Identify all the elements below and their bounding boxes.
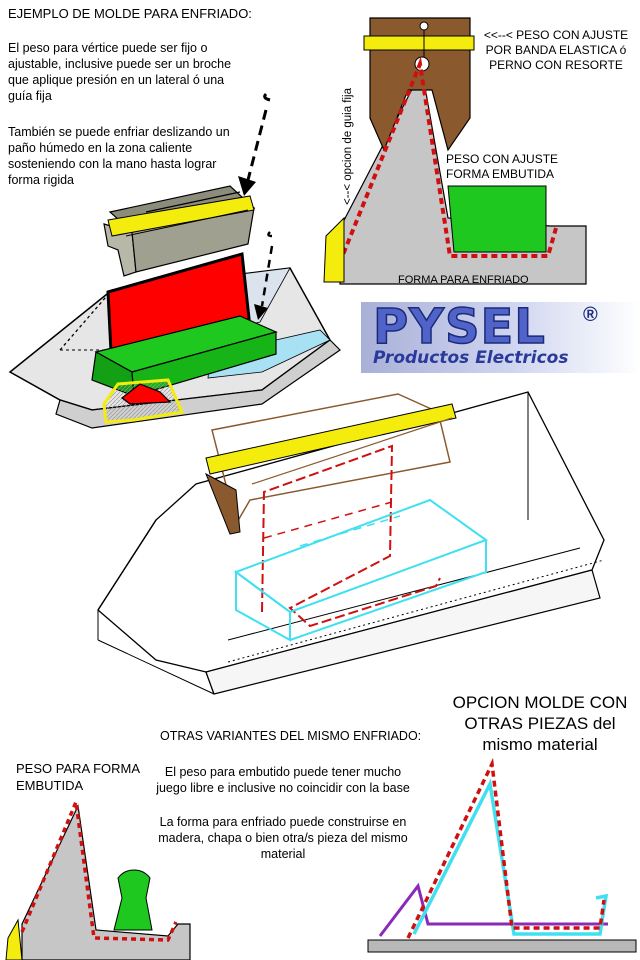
intro-paragraph-1: El peso para vértice puede ser fijo o aj… <box>8 41 232 103</box>
logo-subtitle: Productos Electricos <box>373 348 569 368</box>
yellow-band-center <box>205 403 457 475</box>
weight-adjust-label: <<--< PESO CON AJUSTE POR BANDA ELASTICA… <box>483 28 629 72</box>
otras-paragraph-1: El peso para embutido puede tener mucho … <box>156 765 410 795</box>
top-right-profile-diagram <box>323 17 587 285</box>
embutida-weight-label: PESO CON AJUSTE FORMA EMBUTIDA <box>446 152 559 181</box>
logo-registered-mark: ® <box>583 304 598 326</box>
guia-fija-label: <--< opcion de guia fija <box>342 88 354 205</box>
yellow-band-top-right <box>363 35 475 51</box>
red-wire-form <box>261 444 441 628</box>
yellow-guide <box>323 216 345 283</box>
arrow-down-icon <box>238 92 271 196</box>
arrow-down-icon-2 <box>254 231 274 320</box>
logo-name: PYSEL <box>372 298 546 356</box>
top-left-mold-illustration <box>8 92 341 429</box>
bottom-right-option-mold <box>367 757 637 953</box>
opcion-molde-label: OPCION MOLDE CON OTRAS PIEZAS del mismo … <box>452 693 628 754</box>
forma-enfriado-label: FORMA PARA ENFRIADO <box>398 274 529 286</box>
green-weight-embutida <box>447 185 547 253</box>
intro-title: EJEMPLO DE MOLDE PARA ENFRIADO: <box>8 6 252 21</box>
bottom-left-profile <box>5 795 191 960</box>
otras-variantes-title: OTRAS VARIANTES DEL MISMO ENFRIADO: <box>160 729 422 743</box>
brown-weight <box>369 17 471 152</box>
green-weight-bottom <box>113 869 153 931</box>
yellow-band-top-left <box>107 195 255 237</box>
otras-paragraph-2: La forma para enfriado puede construirse… <box>158 815 408 861</box>
center-wireframe-illustration <box>97 391 605 695</box>
pysel-logo: PYSEL ® Productos Electricos <box>361 298 640 373</box>
peso-para-forma-embutida-label: PESO PARA FORMA EMBUTIDA <box>16 761 140 793</box>
intro-paragraph-2: También se puede enfriar deslizando un p… <box>8 125 230 187</box>
